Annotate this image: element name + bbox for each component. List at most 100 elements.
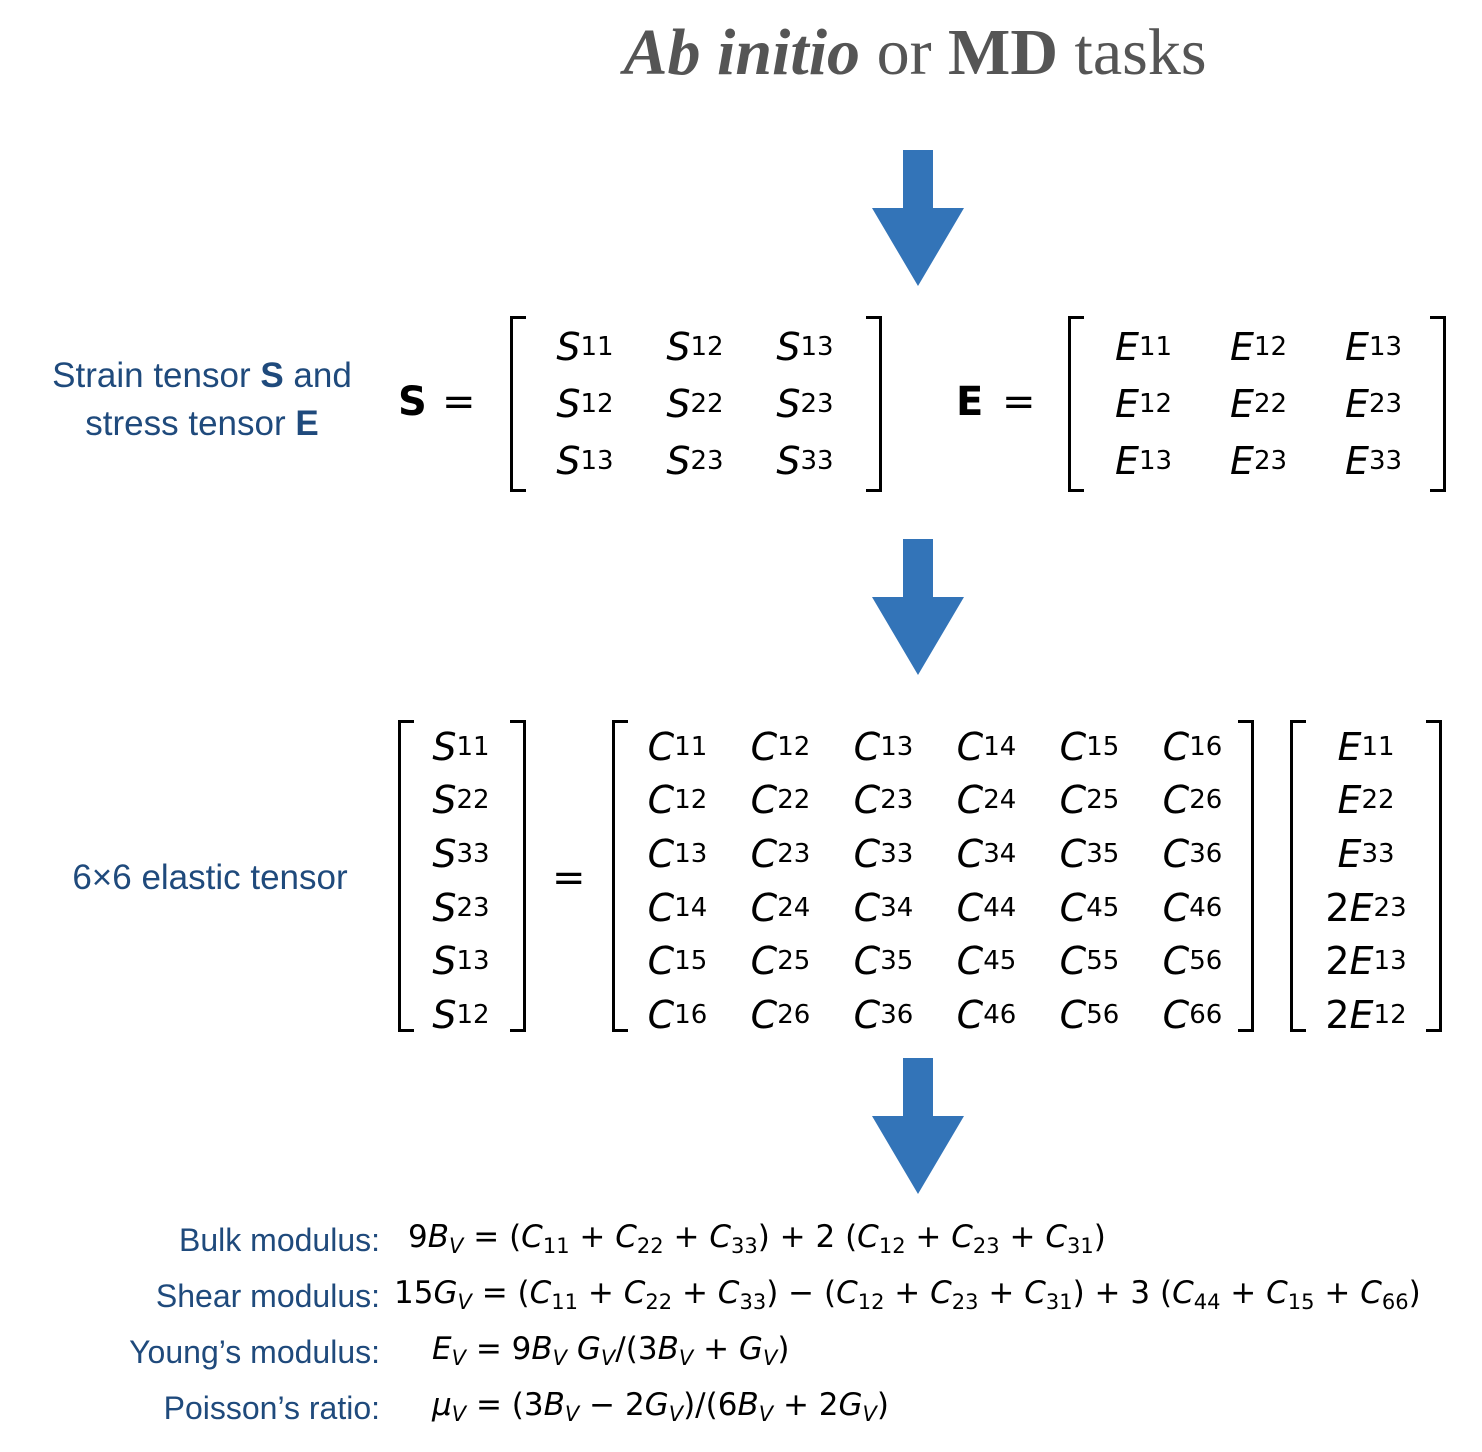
coefficient: 2 [1325, 885, 1350, 930]
variable: E [1337, 832, 1362, 877]
variable: C [1172, 1275, 1194, 1311]
formula-text: 9 [408, 1219, 428, 1255]
variable: C [1059, 778, 1087, 823]
subscript: 31 [1045, 1290, 1073, 1314]
subscript: 23 [972, 1234, 1000, 1258]
variable: S [432, 993, 457, 1038]
formula-text: = (3 [466, 1387, 544, 1423]
variable: S [776, 439, 801, 484]
right-bracket [1426, 720, 1442, 1032]
down-arrow-icon [872, 150, 964, 286]
modulus-row: Poisson’s ratio:μV = (3BV − 2GV)/(6BV + … [0, 1388, 1482, 1438]
subscript: V [762, 1346, 778, 1370]
formula-text: + [672, 1275, 718, 1311]
variable: S [776, 324, 801, 369]
variable: E [1349, 993, 1374, 1038]
right-bracket [510, 720, 526, 1032]
variable: C [529, 1275, 552, 1311]
variable: E [1114, 324, 1139, 369]
variable: C [836, 1275, 858, 1311]
coefficient: 2 [1325, 993, 1350, 1038]
subscript: V [552, 1346, 568, 1370]
variable: C [956, 724, 984, 769]
variable: C [750, 939, 778, 984]
variable: S [666, 381, 691, 426]
coefficient: 2 [1325, 939, 1350, 984]
variable: C [750, 724, 778, 769]
right-bracket [1238, 720, 1254, 1032]
formula-text: + [663, 1219, 710, 1255]
formula-text: /(3 [615, 1331, 658, 1367]
variable: C [1162, 724, 1190, 769]
right-bracket [866, 316, 882, 492]
label-symbol-e: E [295, 404, 319, 443]
variable: S [432, 885, 457, 930]
title-ab-initio: Ab initio [623, 16, 861, 89]
subscript: V [564, 1402, 580, 1426]
formula-text: + [569, 1219, 616, 1255]
variable: S [432, 778, 457, 823]
variable: C [956, 885, 984, 930]
formula-text: ) [777, 1331, 790, 1367]
variable: C [615, 1219, 637, 1255]
variable: C [853, 939, 881, 984]
variable: S [556, 324, 581, 369]
variable: E [432, 1331, 452, 1367]
variable: S [432, 939, 457, 984]
variable: C [1059, 993, 1087, 1038]
variable: C [1059, 885, 1087, 930]
title-tasks: tasks [1058, 16, 1207, 89]
subscript: 12 [878, 1234, 906, 1258]
variable: G [738, 1331, 763, 1367]
formula-text: 15 [394, 1275, 434, 1311]
variable: E [1114, 439, 1139, 484]
modulus-label: Shear modulus: [155, 1278, 380, 1314]
formula-text: + [905, 1219, 952, 1255]
variable: C [647, 724, 675, 769]
left-bracket [1068, 316, 1084, 492]
subscript: 44 [1193, 1290, 1221, 1314]
label-text: stress tensor [85, 404, 296, 443]
label-text: Strain tensor [52, 356, 261, 395]
variable: E [1344, 381, 1369, 426]
modulus-row: Bulk modulus:9BV = (C11 + C22 + C33) + 2… [0, 1220, 1482, 1270]
left-bracket [398, 720, 414, 1032]
formula-text: = ( [471, 1275, 530, 1311]
variable: C [853, 993, 881, 1038]
subscript: 22 [645, 1290, 673, 1314]
variable: E [1344, 324, 1369, 369]
variable: G [576, 1331, 601, 1367]
variable: E [1337, 724, 1362, 769]
